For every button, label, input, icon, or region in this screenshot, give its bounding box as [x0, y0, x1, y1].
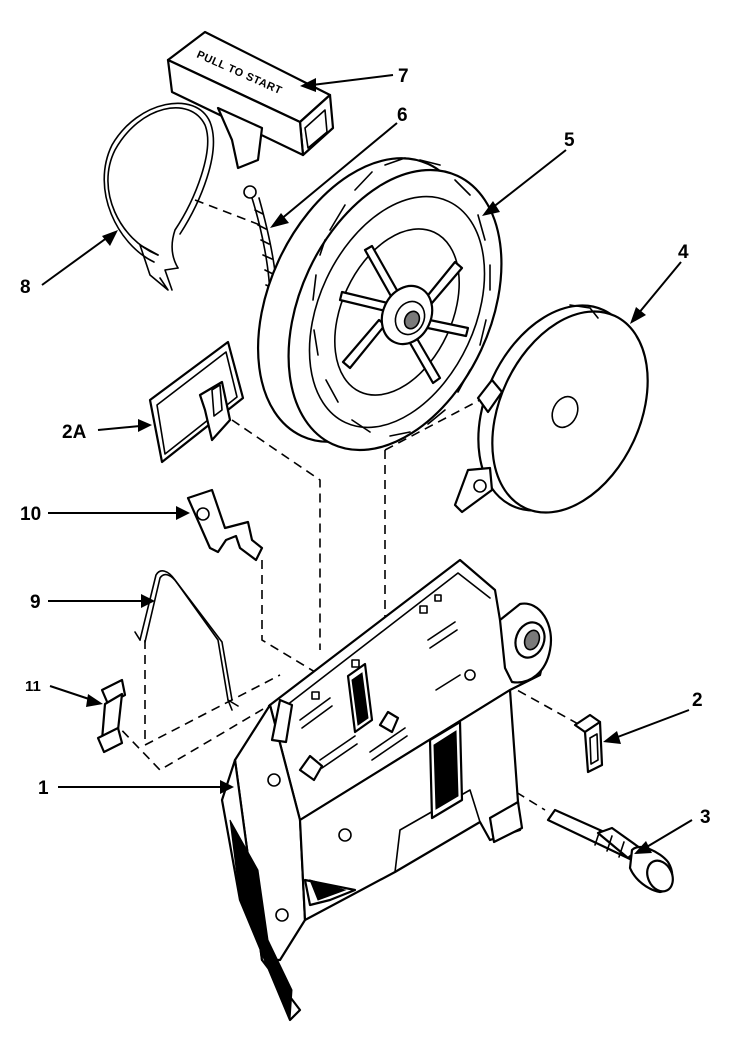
callout-2a: 2A	[62, 422, 87, 443]
starter-bracket	[220, 558, 553, 1022]
starter-pulley	[256, 157, 503, 452]
callout-9: 9	[30, 592, 41, 613]
shoulder-bolt	[546, 808, 674, 894]
callout-4: 4	[678, 242, 689, 263]
callout-3: 3	[700, 807, 711, 828]
callout-6: 6	[397, 105, 408, 126]
callout-2: 2	[692, 690, 703, 711]
callout-leaders	[41, 74, 693, 854]
latch	[573, 713, 604, 774]
callout-10: 10	[20, 504, 41, 525]
callout-11: 11	[25, 678, 41, 695]
callout-7: 7	[398, 66, 409, 87]
pawl-spring	[134, 570, 239, 711]
callout-5: 5	[564, 130, 575, 151]
callout-numbers: 7 6 5 8 4 2A 10 9 11 1 2 3	[20, 66, 711, 828]
starter-handle: PULL TO START	[166, 30, 335, 170]
callout-8: 8	[20, 277, 31, 298]
callout-1: 1	[38, 778, 49, 799]
wire-spring	[103, 102, 215, 291]
pawl	[186, 488, 264, 562]
spring-cover	[453, 304, 649, 514]
pawl-plate	[148, 340, 245, 464]
retaining-clip	[96, 678, 127, 754]
